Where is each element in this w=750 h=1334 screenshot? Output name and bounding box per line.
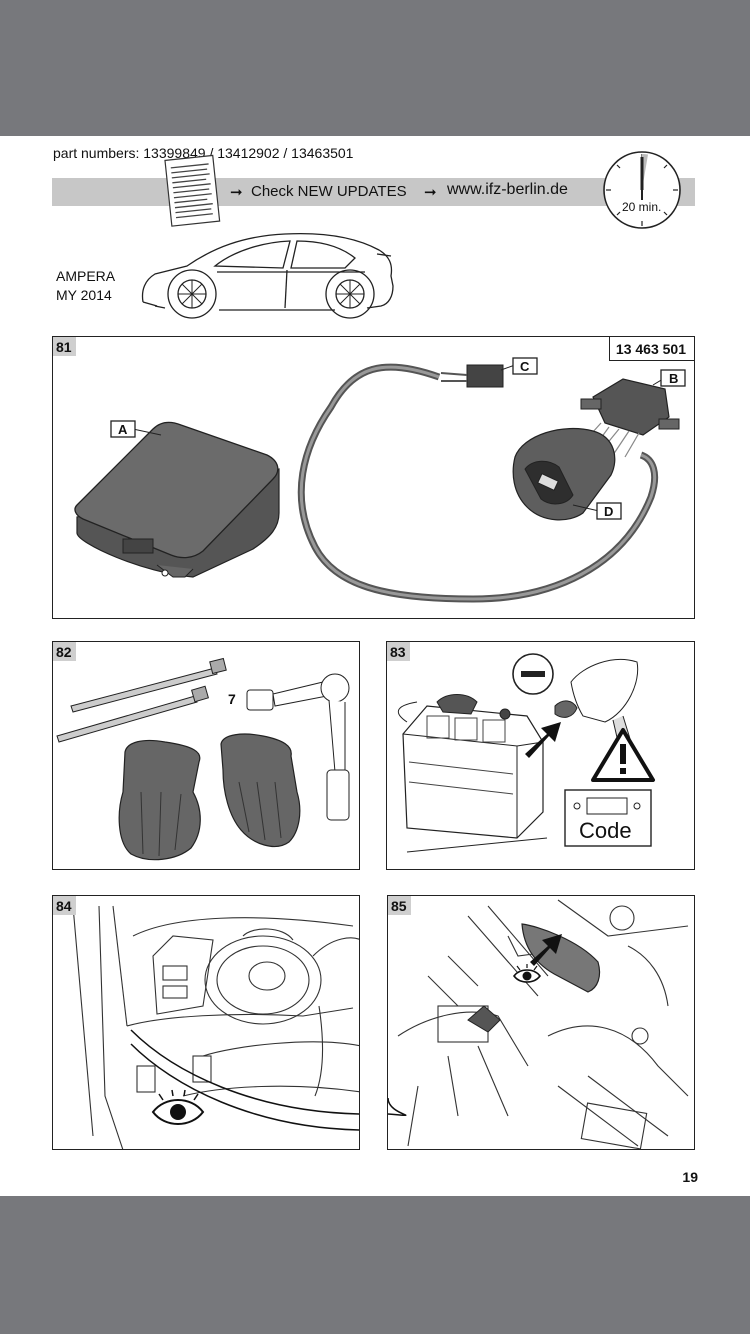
code-label: Code: [579, 818, 632, 843]
battery-disconnect-illustration: [398, 653, 655, 853]
panel-85: 85: [387, 895, 695, 1150]
check-updates-text: Check NEW UPDATES: [251, 183, 407, 200]
tools-illustration: [56, 657, 350, 861]
arrow-right-icon: ➞: [424, 184, 437, 201]
label-b: B: [669, 371, 679, 386]
article-number: 13 463 501: [608, 337, 694, 361]
arrow-right-icon: ➞: [230, 184, 243, 201]
label-c: C: [520, 359, 530, 374]
car-illustration: [141, 232, 394, 319]
wiring-kit-illustration: [74, 357, 686, 603]
manual-page: part numbers: 13399849 / 13412902 / 1346…: [0, 136, 750, 1196]
document-icon: [164, 154, 221, 227]
panel-81: A B C D 81 13 463 501: [52, 336, 695, 619]
stopwatch-icon: [603, 151, 681, 229]
part-numbers: part numbers: 13399849 / 13412902 / 1346…: [53, 145, 354, 161]
vehicle-model: AMPERA MY 2014: [56, 267, 115, 305]
panel-number: 81: [53, 337, 76, 356]
panel-82: 7 82: [52, 641, 360, 870]
time-label: 20 min.: [622, 200, 662, 214]
panel-number: 83: [387, 642, 410, 661]
panel-84: 84: [52, 895, 360, 1150]
page-number: 19: [682, 1169, 698, 1185]
panel-number: 82: [53, 642, 76, 661]
model-year: MY 2014: [56, 287, 112, 303]
website-link[interactable]: www.ifz-berlin.de: [447, 181, 568, 198]
eye-icon: [151, 1089, 205, 1125]
model-name: AMPERA: [56, 268, 116, 284]
label-d: D: [604, 504, 614, 519]
panel-number: 84: [53, 896, 76, 915]
panel-number: 85: [388, 896, 411, 915]
update-banner: ➞ Check NEW UPDATES ➞ www.ifz-berlin.de: [52, 178, 695, 206]
panel-83: Code 83: [386, 641, 695, 870]
socket-size-label: 7: [228, 691, 236, 707]
label-a: A: [118, 422, 128, 437]
eye-icon: [512, 964, 542, 983]
dashboard-illustration: [72, 905, 359, 1149]
obd-location-illustration: [388, 899, 689, 1149]
